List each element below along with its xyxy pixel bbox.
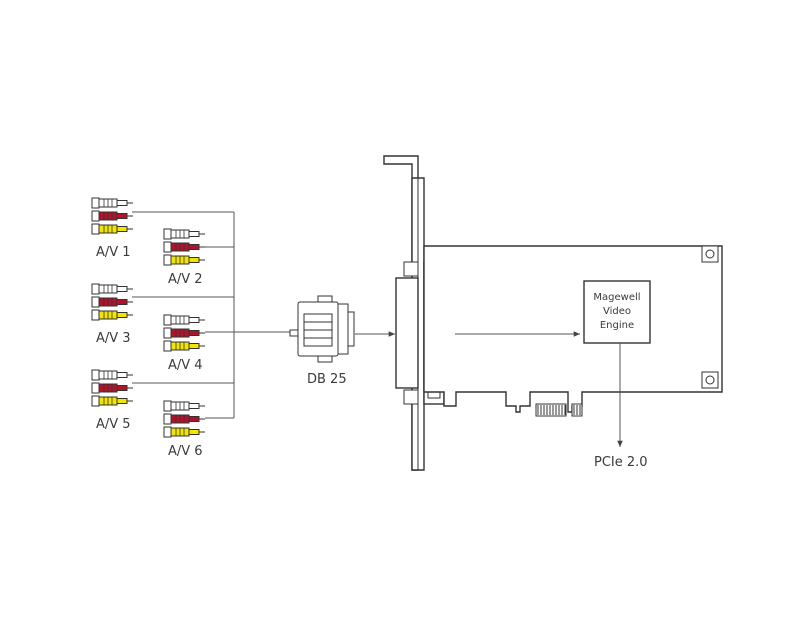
rca-plug-yellow xyxy=(91,309,133,321)
pcie-finger-block-1 xyxy=(535,403,567,417)
video-engine-box xyxy=(583,280,651,344)
av-1-plugs xyxy=(91,197,133,235)
rca-plug-white xyxy=(91,369,133,381)
engine-line-1: Magewell xyxy=(593,292,640,303)
rca-plug-yellow xyxy=(163,426,205,438)
av-4-plugs xyxy=(163,314,205,352)
rca-plug-white xyxy=(163,314,205,326)
rca-plug-red xyxy=(91,382,133,394)
rca-plug-yellow xyxy=(91,223,133,235)
av-label-5: A/V 5 xyxy=(96,417,131,432)
engine-line-3: Engine xyxy=(600,320,634,331)
av-2-plugs xyxy=(163,228,205,266)
pcie-finger-block-2 xyxy=(571,403,583,417)
rca-plug-white xyxy=(163,228,205,240)
rca-plug-white xyxy=(163,400,205,412)
rca-plug-red xyxy=(91,210,133,222)
pcb-board xyxy=(423,245,723,413)
rca-plug-white xyxy=(91,283,133,295)
av-plug-groups xyxy=(91,197,205,438)
rca-plug-red xyxy=(163,413,205,425)
rca-plug-red xyxy=(163,241,205,253)
db25-connector xyxy=(289,295,355,363)
rca-plug-yellow xyxy=(91,395,133,407)
rca-plug-yellow xyxy=(163,254,205,266)
rca-plug-red xyxy=(91,296,133,308)
av-label-2: A/V 2 xyxy=(168,272,203,287)
rca-plug-red xyxy=(163,327,205,339)
av-3-plugs xyxy=(91,283,133,321)
cable-bracket xyxy=(132,211,297,419)
pcie-edge-connector xyxy=(535,403,583,417)
engine-line-2: Video xyxy=(603,306,631,317)
av-5-plugs xyxy=(91,369,133,407)
connector-label: DB 25 xyxy=(307,372,347,387)
pcie-label: PCIe 2.0 xyxy=(594,455,648,470)
av-6-plugs xyxy=(163,400,205,438)
av-label-3: A/V 3 xyxy=(96,331,131,346)
rca-plug-white xyxy=(91,197,133,209)
av-label-4: A/V 4 xyxy=(168,358,203,373)
av-label-1: A/V 1 xyxy=(96,245,131,260)
mounting-holes xyxy=(701,245,719,389)
av-label-6: A/V 6 xyxy=(168,444,203,459)
rca-plug-yellow xyxy=(163,340,205,352)
